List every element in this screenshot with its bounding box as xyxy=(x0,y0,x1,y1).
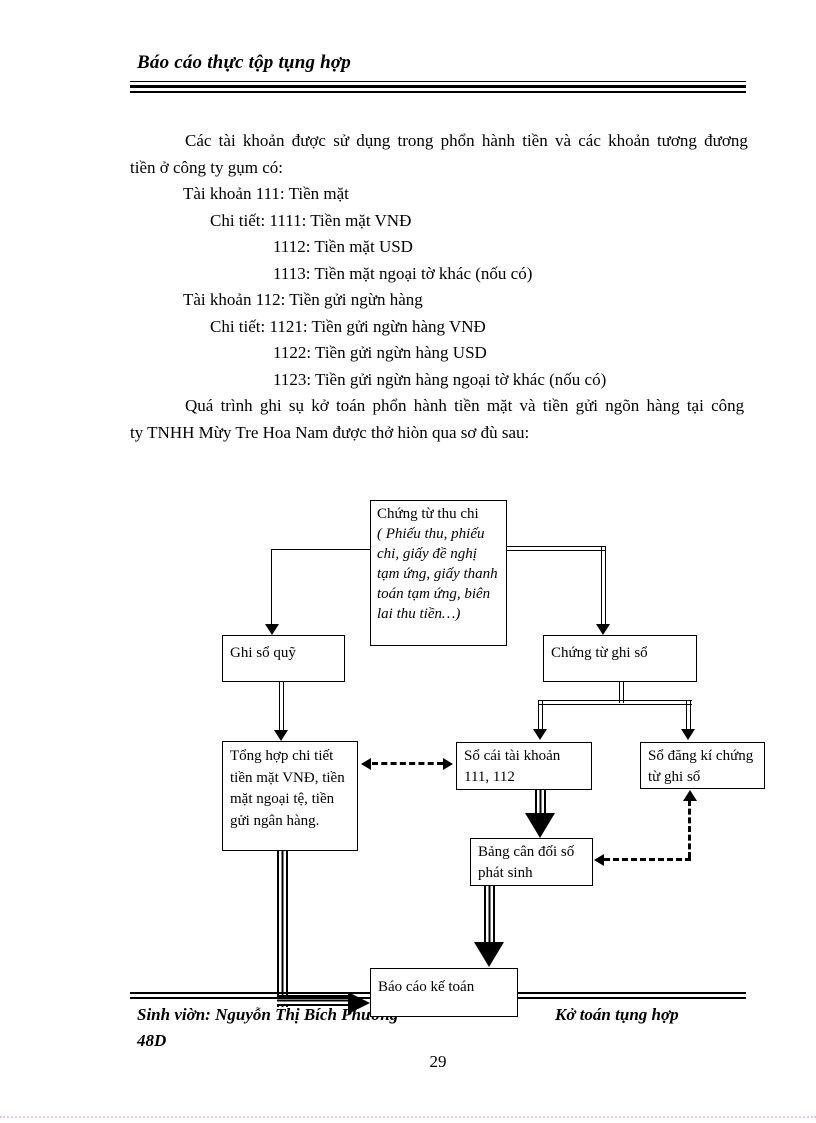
header-rule-bottom xyxy=(130,91,746,93)
flowchart-box-so-dang-ki: Sổ đăng kí chứng từ ghi sổ xyxy=(640,742,765,789)
page-header-title: Báo cáo thực tộp tụng hợp xyxy=(137,52,351,73)
account-line: 1112: Tiền mặt USD xyxy=(273,237,413,256)
connector-tong-hop-to-bao-cao-h xyxy=(277,995,350,1006)
account-line: Chi tiết: 1121: Tiền gửi ngừn hàng VNĐ xyxy=(210,316,486,336)
box-detail: ( Phiếu thu, phiếu chi, giấy đề nghị tạm… xyxy=(377,526,498,622)
header-rule-thin xyxy=(130,81,746,82)
account-line: 1122: Tiền gửi ngừn hàng USD xyxy=(273,343,487,362)
page-number: 29 xyxy=(429,1052,447,1071)
big-arrowhead-into-bao-cao xyxy=(474,942,504,967)
connector-thu-chi-to-chung-tu-ghi-so-v xyxy=(601,546,606,625)
connector-tong-hop-so-cai-dashed xyxy=(372,762,443,765)
box-title: Chứng từ thu chi xyxy=(377,506,479,522)
account-line: Tài khoản 112: Tiền gửi ngừn hàng xyxy=(183,290,423,309)
big-arrowhead-right-into-bao-cao xyxy=(348,992,370,1014)
big-arrowhead-into-bang-can-doi xyxy=(525,813,555,838)
connector-chung-tu-ghi-so-split xyxy=(538,700,692,705)
connector-thu-chi-to-ghi-so-quy-v xyxy=(271,549,272,625)
footer-student-class: 48D xyxy=(137,1031,167,1050)
account-line: Chi tiết: 1111: Tiền mặt VNĐ xyxy=(210,210,412,230)
arrowhead-dashed-into-tong-hop xyxy=(361,758,371,770)
arrowhead-into-tong-hop xyxy=(274,730,288,741)
arrowhead-into-so-dang-ki xyxy=(681,729,695,740)
connector-ghi-so-quy-to-tong-hop xyxy=(279,682,284,730)
arrowhead-into-so-cai xyxy=(533,729,547,740)
flowchart-box-chung-tu-ghi-so: Chứng từ ghi sổ xyxy=(543,635,697,682)
connector-so-dang-ki-bang-can-doi-h xyxy=(604,858,691,861)
intro-line-2: tiền ở công ty gụm có: xyxy=(130,157,283,177)
account-line: 1113: Tiền mặt ngoại tờ khác (nốu có) xyxy=(273,263,533,283)
connector-thu-chi-to-ghi-so-quy-h xyxy=(272,549,370,550)
flowchart-box-ghi-so-quy: Ghi sổ quỹ xyxy=(222,635,345,682)
connector-split-to-so-cai xyxy=(538,700,543,729)
arrowhead-dashed-into-bang-can-doi xyxy=(594,854,604,866)
flowchart-box-so-cai: Sổ cái tài khoản 111, 112 xyxy=(456,742,592,790)
closing-line-1: Quá trình ghi sụ kở toán phổn hành tiền … xyxy=(185,396,745,415)
account-line: 1123: Tiền gửi ngừn hàng ngoại tờ khác (… xyxy=(273,369,607,389)
connector-chung-tu-ghi-so-stem xyxy=(619,682,624,703)
body-text: Các tài khoản được sử dụng trong phổn hà… xyxy=(130,128,748,446)
intro-line-1: Các tài khoản được sử dụng trong phổn hà… xyxy=(185,131,748,150)
connector-so-dang-ki-bang-can-doi-v xyxy=(688,800,691,858)
closing-line-2: ty TNHH Mừy Tre Hoa Nam được thở hiòn qu… xyxy=(130,422,530,442)
flowchart-box-bao-cao-ke-toan: Báo cáo kế toán xyxy=(370,968,518,1017)
connector-split-to-so-dang-ki xyxy=(686,700,691,729)
footer-subject: Kở toán tụng hợp xyxy=(555,1005,679,1024)
connector-so-cai-to-bang-can-doi xyxy=(535,790,546,816)
flowchart-box-bang-can-doi: Bảng cân đối số phát sinh xyxy=(470,838,593,886)
header-rule-thick xyxy=(130,85,746,88)
connector-tong-hop-to-bao-cao-v xyxy=(277,851,288,1007)
footer-student-name: Sinh viờn: Nguyỗn Thị Bích Phương xyxy=(137,1005,399,1024)
arrowhead-into-ghi-so-quy xyxy=(265,624,279,635)
arrowhead-dashed-into-so-dang-ki xyxy=(683,790,697,801)
bottom-dotted-divider xyxy=(0,1116,816,1118)
arrowhead-into-chung-tu-ghi-so xyxy=(596,624,610,635)
connector-thu-chi-to-chung-tu-ghi-so-h xyxy=(507,546,606,551)
account-line: Tài khoản 111: Tiền mặt xyxy=(183,184,349,203)
flowchart-box-chung-tu-thu-chi: Chứng từ thu chi ( Phiếu thu, phiếu chi,… xyxy=(370,500,507,646)
connector-bang-can-doi-to-bao-cao xyxy=(484,886,495,944)
flowchart-box-tong-hop: Tổng hợp chi tiết tiền mặt VNĐ, tiền mặt… xyxy=(222,741,358,851)
arrowhead-dashed-into-so-cai xyxy=(443,758,453,770)
